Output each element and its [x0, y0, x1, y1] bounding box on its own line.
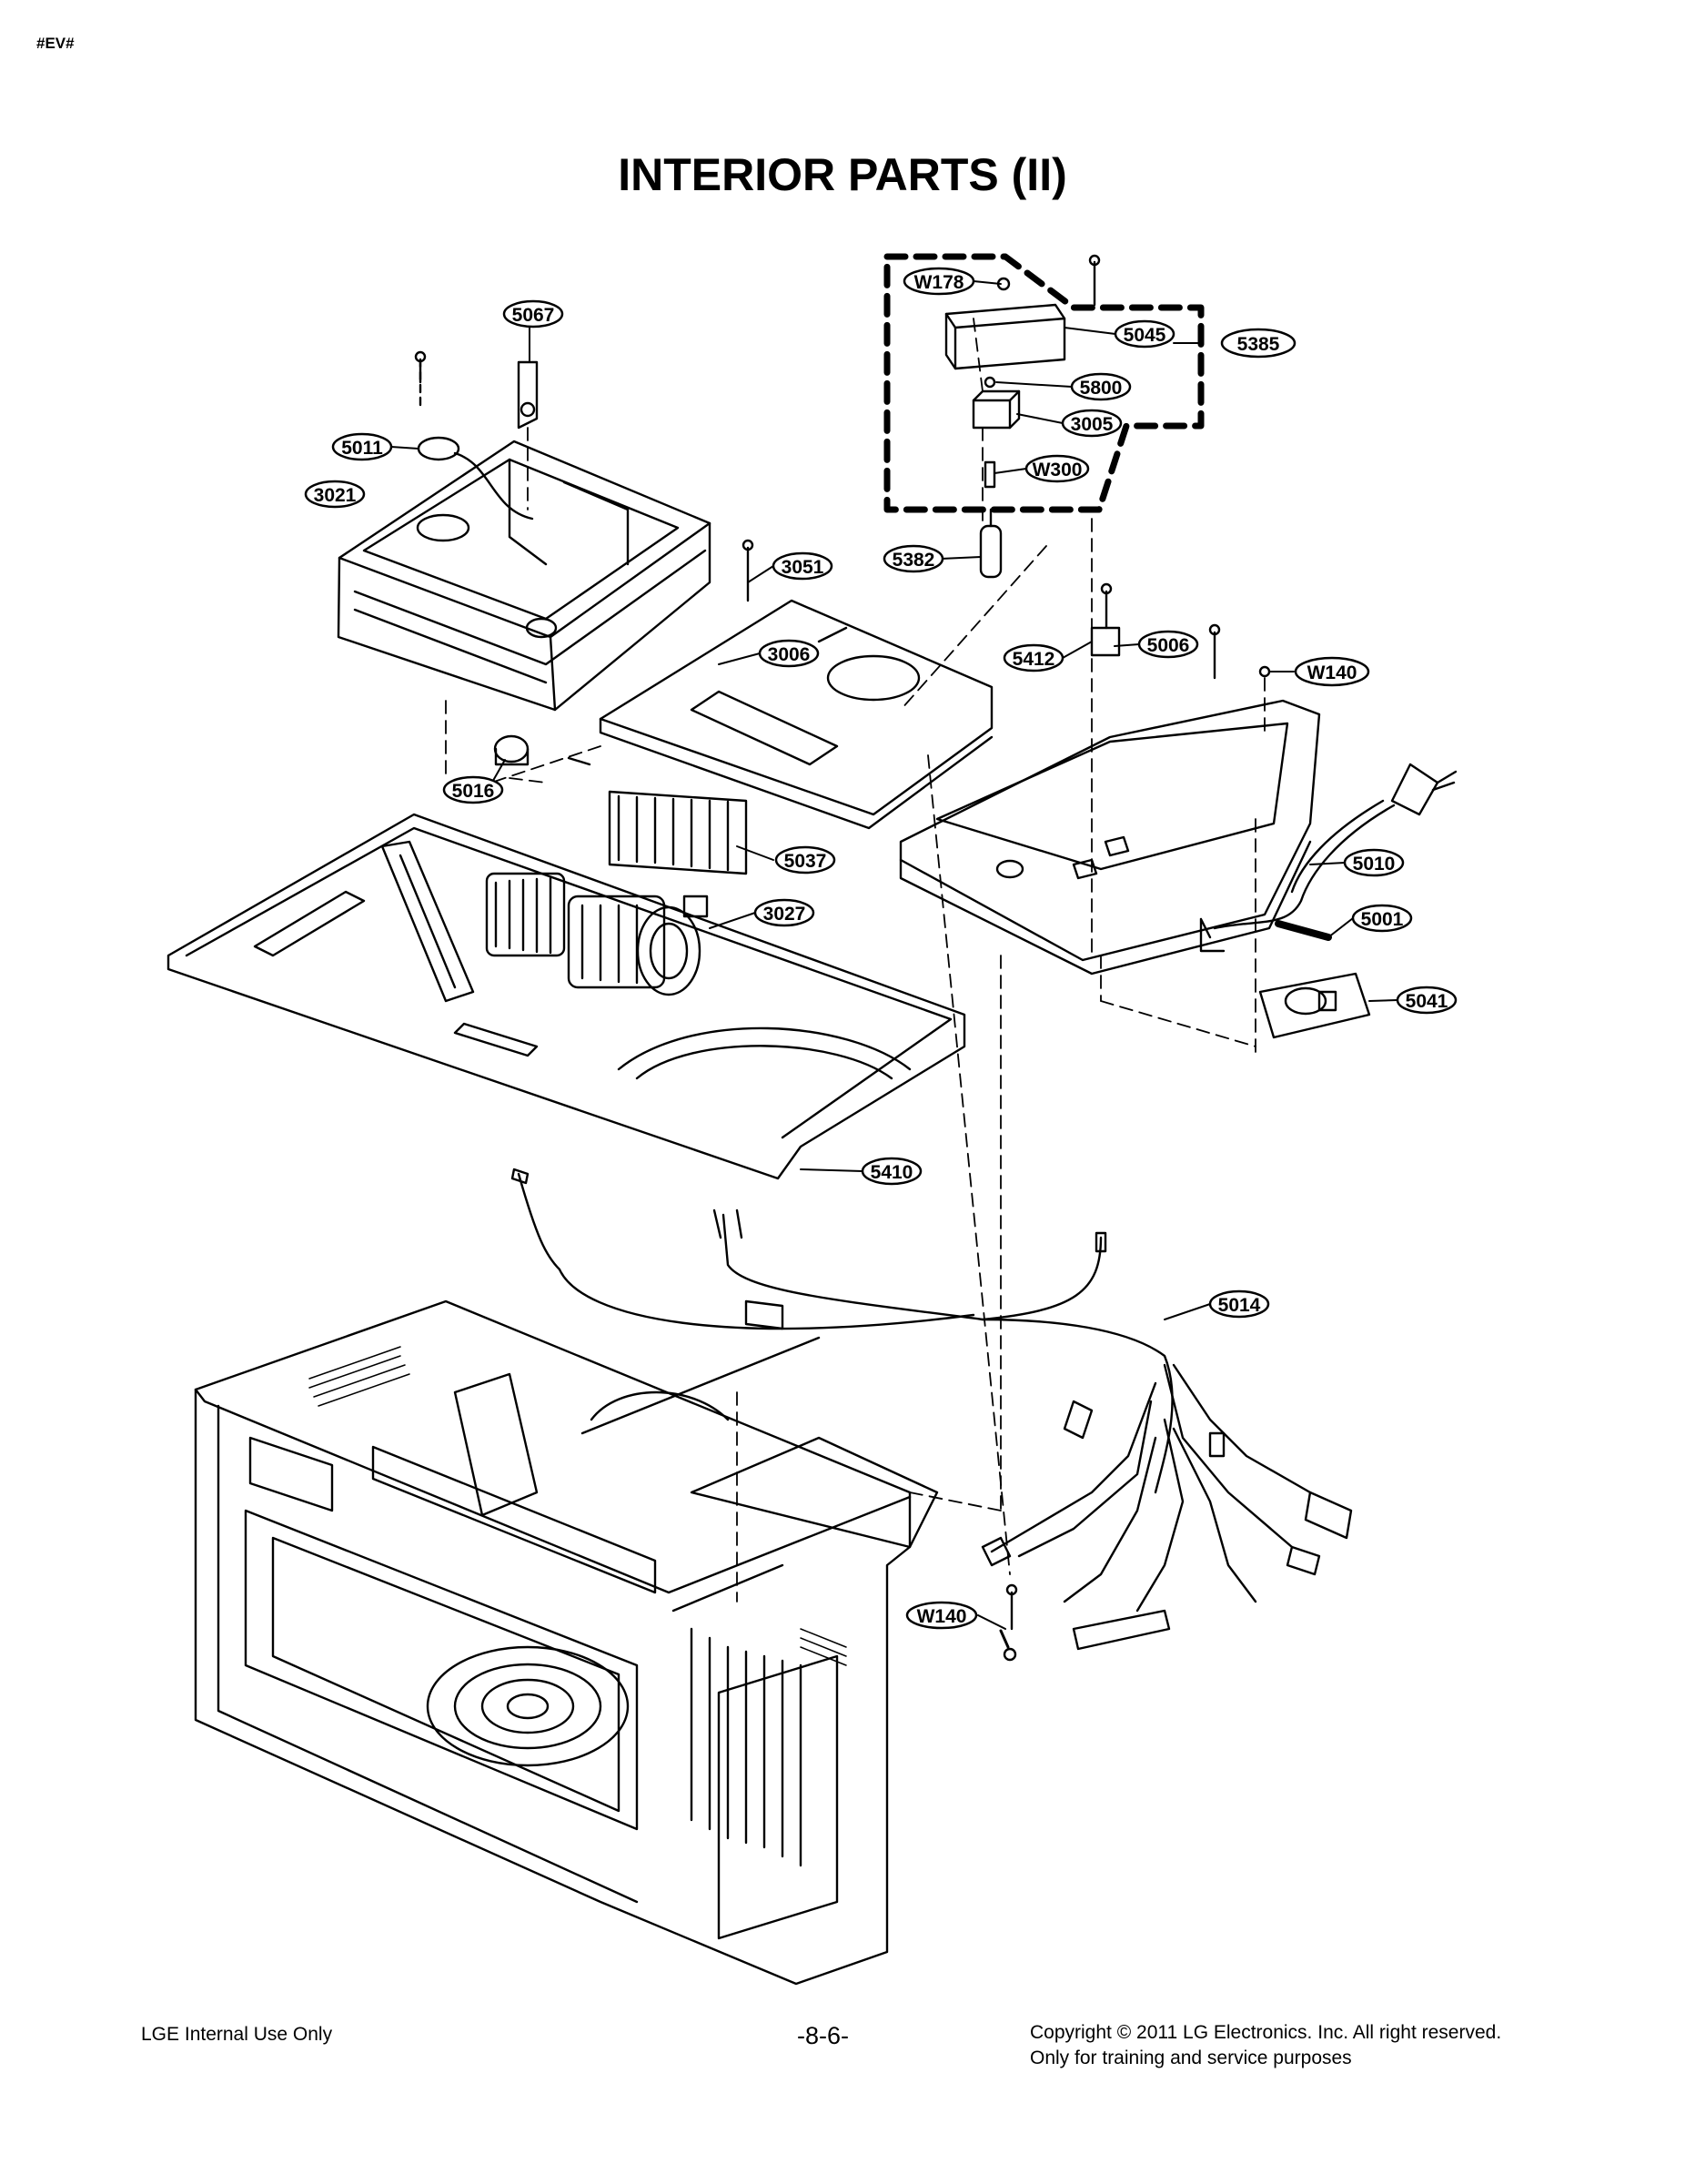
thermostat-5011: [417, 436, 460, 461]
callout-label: 5412: [1013, 649, 1055, 670]
callout-5412: [1003, 643, 1064, 672]
fuse-5382: [979, 508, 1003, 579]
document-tag: #EV#: [36, 35, 75, 52]
callout-label: 5382: [893, 550, 935, 571]
callout-label: 5045: [1124, 325, 1166, 346]
callout-w300: [1024, 454, 1090, 483]
callout-5006: [1137, 630, 1199, 659]
power-cord-5010: [1213, 763, 1458, 930]
thermistor-5016: [493, 734, 530, 766]
callout-label: 5001: [1361, 909, 1404, 930]
callout-label: 3051: [782, 557, 824, 578]
callout-w178: [903, 267, 975, 296]
callout-label: 5037: [784, 851, 827, 872]
noise-filter-5041: [1258, 972, 1371, 1039]
page-number: -8-6-: [797, 2022, 850, 2049]
connector-5010: [1199, 917, 1226, 953]
callout-label: W300: [1033, 460, 1083, 480]
callout-label: 5800: [1080, 378, 1123, 399]
callout-label: 5041: [1406, 991, 1448, 1012]
page-title: INTERIOR PARTS (II): [618, 149, 1067, 200]
relay-3005: [972, 389, 1021, 430]
callout-5014: [1208, 1289, 1270, 1319]
callout-label: 5006: [1147, 635, 1190, 656]
clip-w300: [984, 460, 996, 489]
callout-5010: [1343, 848, 1405, 877]
callout-label: 5410: [871, 1162, 913, 1183]
callout-label: W140: [1307, 662, 1357, 683]
alignment-lines: [445, 318, 1266, 1603]
callout-5016: [442, 775, 504, 804]
callout-5001: [1351, 904, 1413, 933]
callout-5067: [502, 299, 564, 329]
callout-label: W140: [917, 1606, 967, 1627]
callout-3005: [1061, 409, 1123, 438]
callout-w140-upper: [1294, 656, 1370, 687]
callout-5041: [1396, 986, 1458, 1015]
callout-5045: [1114, 319, 1175, 349]
callout-5800: [1070, 372, 1132, 401]
callout-3021: [304, 480, 366, 509]
callout-5037: [774, 845, 836, 875]
subassembly-frame: [883, 253, 1205, 513]
service-notice: Only for training and service purposes: [1030, 2048, 1352, 2068]
wire-harness-5014: [510, 1168, 1353, 1651]
callout-5011: [331, 432, 393, 461]
washer-5800: [984, 376, 996, 389]
footer-copyright: Copyright © 2011 LG Electronics. Inc. Al…: [1030, 2020, 1501, 2071]
callout-label: 3021: [314, 485, 357, 506]
footer-internal-use: LGE Internal Use Only: [141, 2024, 333, 2045]
vent-pattern-right: [800, 1628, 847, 1666]
blower-motor-3027: [380, 840, 709, 1003]
bracket-5412: [1090, 626, 1121, 657]
callout-label: W178: [914, 272, 964, 293]
callout-w140-lower: [905, 1601, 978, 1630]
callout-3051: [772, 551, 833, 581]
relay-bracket-5045: [944, 303, 1066, 370]
callout-label: 3006: [768, 644, 811, 665]
callout-label: 5385: [1237, 334, 1280, 355]
duct-assembly-3021: [337, 440, 711, 712]
control-box-5006: [899, 699, 1321, 976]
callout-5385: [1220, 328, 1297, 359]
filter-5037: [608, 790, 748, 875]
callout-leaders: [390, 280, 1398, 1630]
callout-label: 5011: [341, 438, 383, 459]
base-plate-5410: [166, 813, 966, 1180]
callout-label: 3027: [763, 904, 806, 925]
cavity-assembly: [194, 1299, 939, 1986]
copyright-line: Copyright © 2011 LG Electronics. Inc. Al…: [1030, 2022, 1502, 2043]
callout-label: 5016: [452, 781, 495, 802]
callout-label: 3005: [1071, 414, 1114, 435]
callout-label: 5014: [1218, 1295, 1261, 1316]
callout-3006: [758, 639, 820, 668]
callout-label: 5067: [512, 305, 555, 326]
screw-5016: [567, 756, 591, 766]
callout-label: 5010: [1353, 854, 1396, 875]
screw-w140-lower: [999, 1629, 1010, 1649]
callout-5382: [883, 544, 944, 573]
callout-3027: [753, 898, 815, 927]
vent-pattern-left: [308, 1346, 410, 1407]
bracket-5067: [517, 360, 539, 430]
fuse-5001: [1275, 920, 1332, 941]
callout-5410: [861, 1157, 923, 1186]
callout-bubbles: [304, 267, 1458, 1630]
